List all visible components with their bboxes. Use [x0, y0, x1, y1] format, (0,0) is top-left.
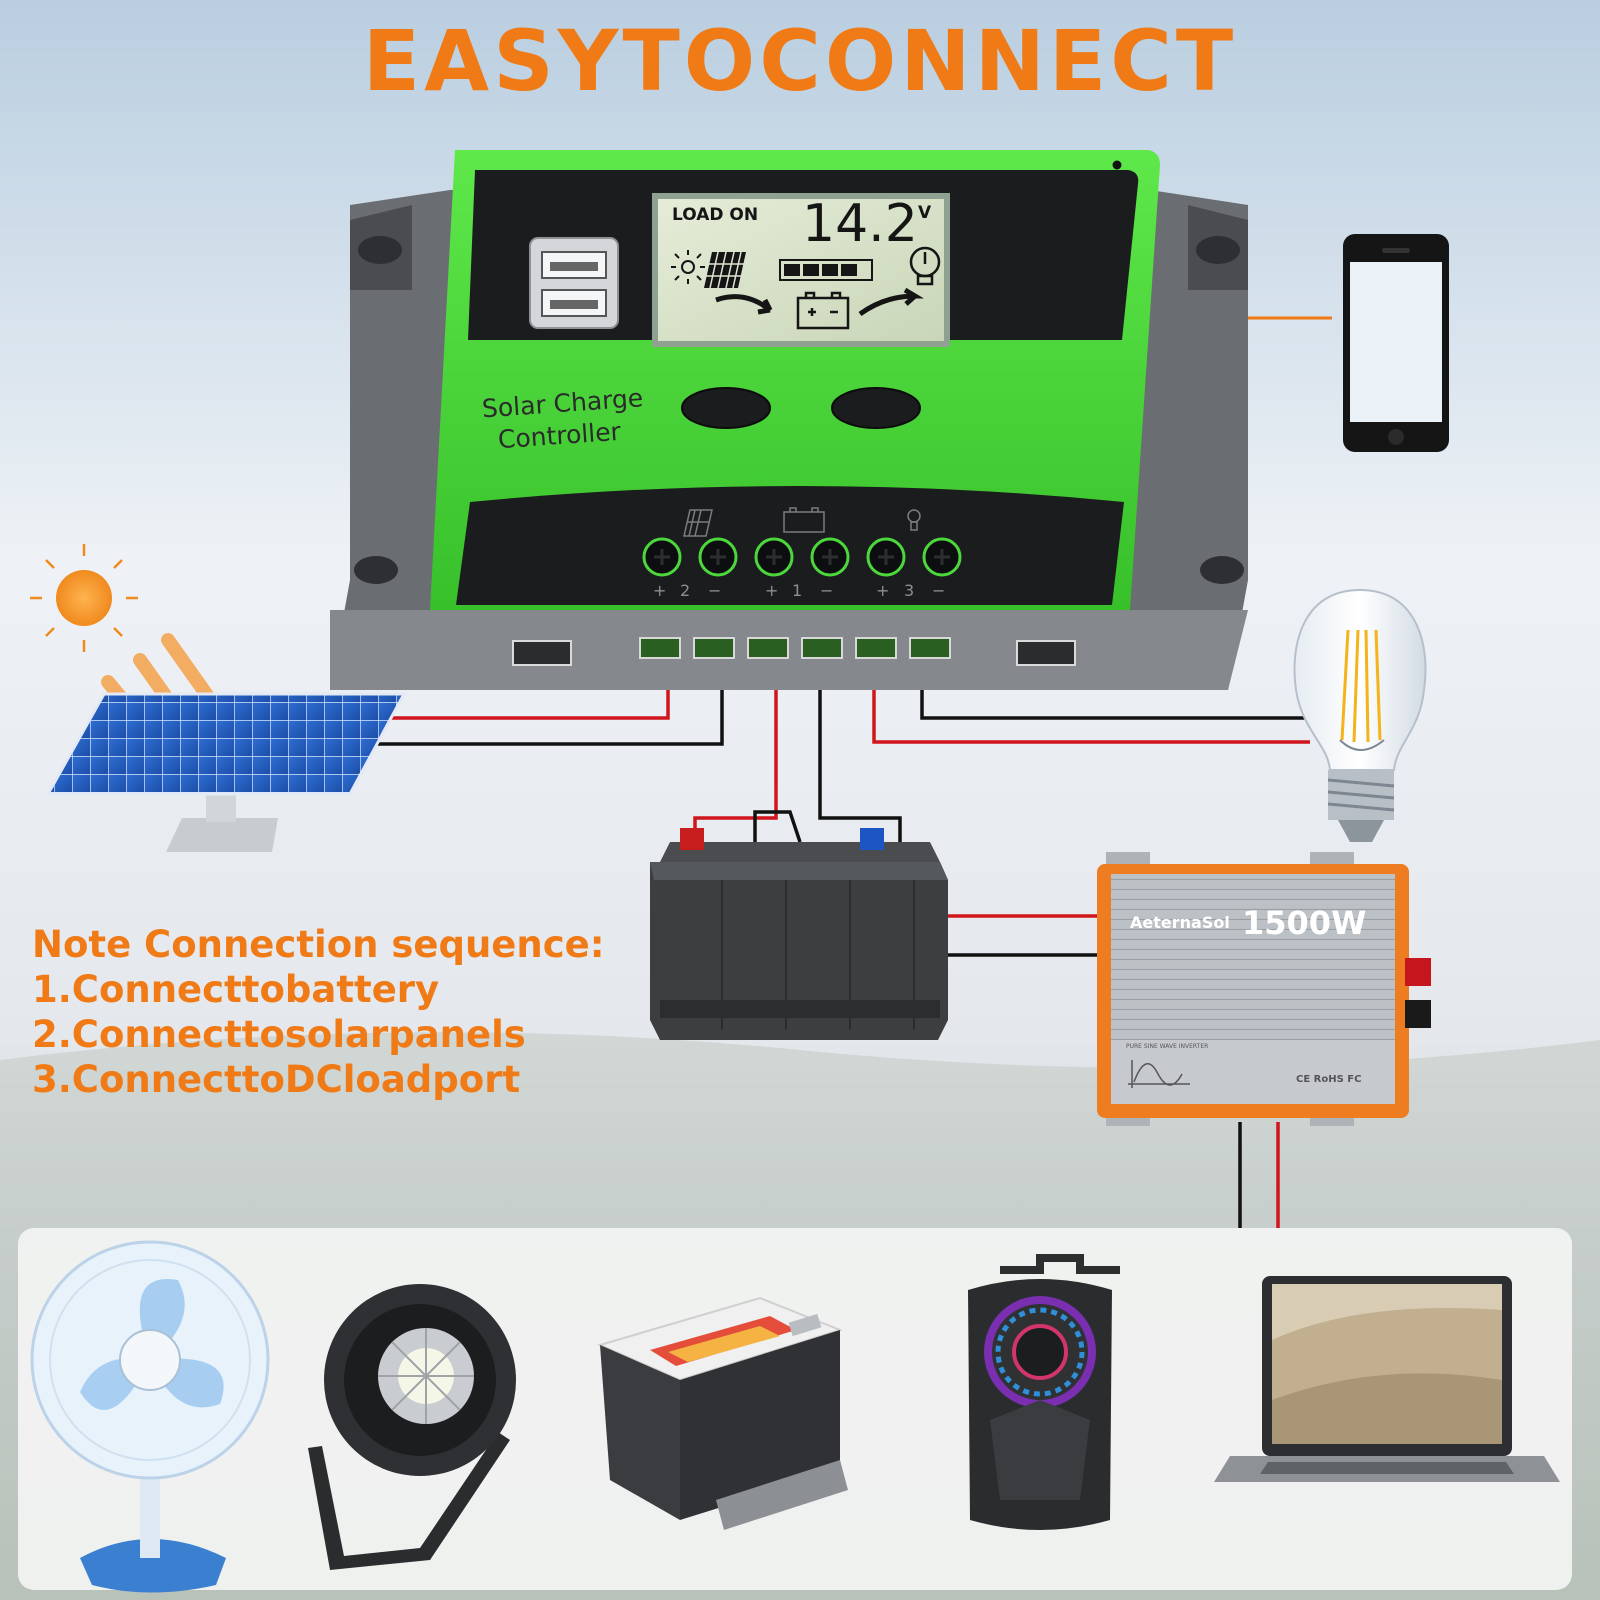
lcd-battery-icon [796, 291, 850, 330]
wire-slot [693, 637, 735, 659]
inverter-power: 1500W [1242, 904, 1366, 942]
note-step-1: 1.Connecttobattery [32, 968, 440, 1011]
terminal-label: − [708, 581, 721, 600]
screw-head [766, 549, 782, 565]
wire-slots [639, 637, 951, 659]
connection-note: Note Connection sequence: 1.Connecttobat… [32, 922, 605, 1102]
terminal-load-icon [907, 509, 921, 531]
terminal-label: + [765, 581, 778, 600]
fan-icon [30, 1240, 270, 1593]
lcd-battery-level-icon [779, 259, 873, 281]
sun-icon [30, 544, 138, 652]
battery-icon [650, 828, 948, 1040]
screw-head [654, 549, 670, 565]
light-bulb-icon [1293, 588, 1427, 842]
note-step-2: 2.Connecttosolarpanels [32, 1013, 526, 1056]
inverter-icon: AeternaSol 1500W PURE SINE WAVE INVERTER… [1097, 852, 1431, 1126]
solar-panel-icon [45, 692, 407, 852]
lcd-unit: V [918, 203, 932, 223]
lcd-screen: LOAD ON 14.2 V [652, 193, 950, 347]
wire-slot [801, 637, 843, 659]
lcd-status: LOAD ON [672, 205, 758, 225]
right-clip [1016, 640, 1076, 666]
terminal-label: + [876, 581, 889, 600]
screw-head [710, 549, 726, 565]
lcd-charge-arrow-icon [715, 294, 773, 315]
terminal-battery-icon [783, 507, 825, 533]
printer-icon [597, 1296, 848, 1530]
note-title: Note Connection sequence: [32, 923, 605, 966]
note-step-3: 3.ConnecttoDCloadport [32, 1058, 521, 1101]
terminal-label: 2 [680, 581, 690, 600]
laptop-icon [1214, 1276, 1560, 1482]
inverter-certifications: CE RoHS FC [1296, 1074, 1361, 1085]
sine-wave-icon [1128, 1060, 1190, 1088]
terminal-label: 3 [904, 581, 914, 600]
screw-head [878, 549, 894, 565]
menu-button[interactable] [681, 387, 771, 429]
stage-light-icon [308, 1284, 516, 1570]
speaker-icon [968, 1254, 1120, 1530]
inverter-brand: AeternaSol [1130, 913, 1230, 932]
terminal-label: − [932, 581, 945, 600]
terminal-label: + [653, 581, 666, 600]
lcd-voltage: 14.2 [802, 194, 918, 254]
wire-slot [747, 637, 789, 659]
terminal-label: − [820, 581, 833, 600]
lcd-discharge-arrow-icon [858, 287, 925, 317]
screw-head [934, 549, 950, 565]
left-clip [512, 640, 572, 666]
controller-buttons [681, 387, 921, 429]
lcd-load-bulb-icon [909, 246, 941, 286]
wire-slot [855, 637, 897, 659]
set-button[interactable] [831, 387, 921, 429]
phone-icon [1343, 234, 1449, 452]
wire-slot [639, 637, 681, 659]
inverter-small-label: PURE SINE WAVE INVERTER [1126, 1043, 1208, 1050]
screw-head [822, 549, 838, 565]
lcd-sun-icon [671, 250, 705, 284]
terminal-panel-icon [683, 509, 713, 537]
headline: EASYTOCONNECT [362, 12, 1238, 110]
screw-terminals [642, 537, 962, 577]
lcd-solar-panel-icon [704, 251, 746, 289]
usb-ports[interactable] [529, 237, 619, 329]
terminal-label: 1 [792, 581, 802, 600]
wire-slot [909, 637, 951, 659]
terminal-labels: +2−+1−+3− [653, 581, 945, 600]
